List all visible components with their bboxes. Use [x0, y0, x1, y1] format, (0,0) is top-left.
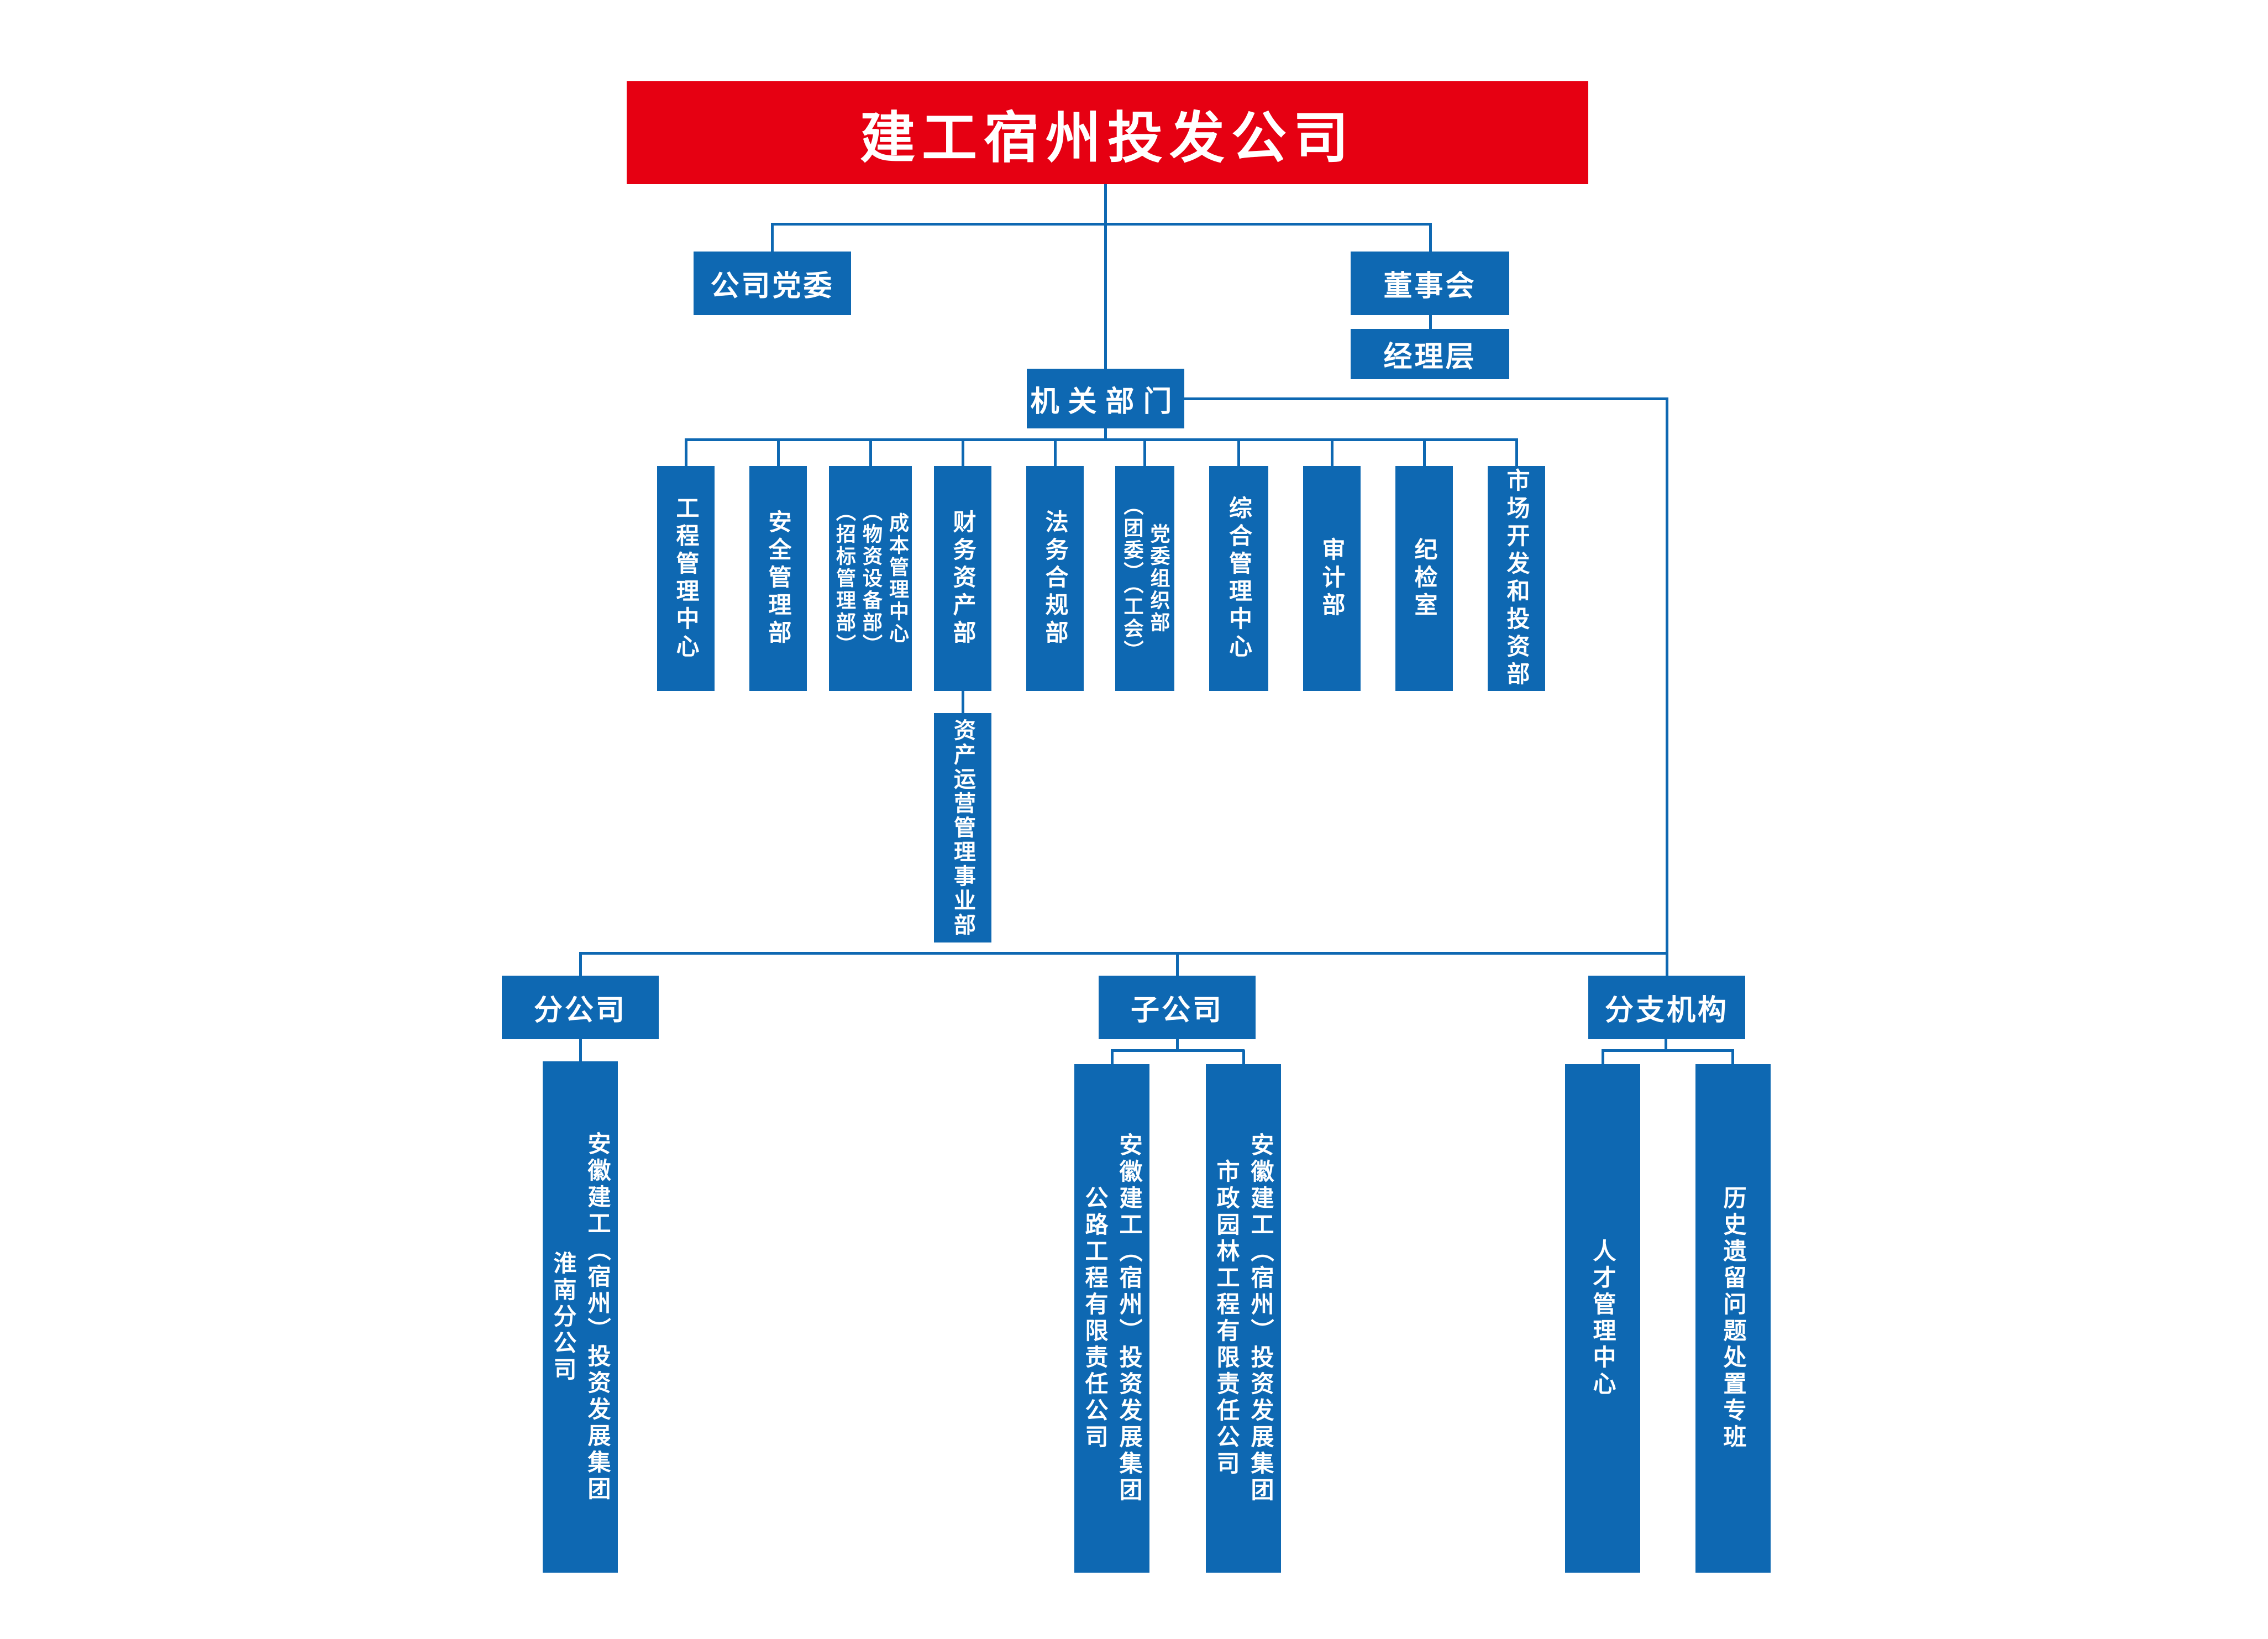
connector-departments-bus: [685, 438, 1518, 441]
board-of-directors-box: 董事会: [1351, 252, 1509, 315]
municipal-landscape-subsidiary-label: 安徽建工（宿州）投资发展集团 市政园林工程有限责任公司: [1213, 1133, 1274, 1504]
legacy-issues-taskforce-label: 历史遗留问题处置专班: [1720, 1186, 1747, 1451]
huainan-branch-box: 安徽建工（宿州）投资发展集团 淮南分公司: [543, 1061, 618, 1573]
connector-subsidiary-left-stub: [1111, 1050, 1114, 1065]
connector-subsidiary-right-stub: [1242, 1050, 1245, 1065]
dept-label: 成本管理中心 （物资设备部） （招标管理部）: [833, 501, 909, 656]
connector-organ-right: [1184, 397, 1667, 400]
dept-audit: 审计部: [1303, 466, 1361, 691]
dept-finance-assets: 财务资产部: [934, 466, 991, 691]
connector-dept-stub: [1331, 439, 1334, 467]
management-layer-box: 经理层: [1351, 329, 1509, 379]
legacy-issues-taskforce-box: 历史遗留问题处置专班: [1695, 1064, 1771, 1573]
connector-branch1-top: [579, 953, 582, 977]
dept-label: 综合管理中心: [1225, 495, 1253, 662]
branch-company-box: 分公司: [502, 976, 659, 1039]
connector-dept-stub: [1237, 439, 1240, 467]
board-of-directors-label: 董事会: [1383, 270, 1477, 303]
dept-label: 党委组织部 （团委）（工会）: [1120, 495, 1170, 662]
connector-subsidiary-split: [1111, 1049, 1245, 1052]
dept-safety-management: 安全管理部: [749, 466, 807, 691]
dept-label: 市场开发和投资部: [1503, 468, 1530, 689]
talent-management-center-label: 人才管理中心: [1589, 1239, 1616, 1398]
subsidiary-company-label: 子公司: [1130, 994, 1224, 1027]
connector-institution-right-stub: [1731, 1050, 1734, 1065]
dept-legal-compliance: 法务合规部: [1026, 466, 1084, 691]
organ-departments-box: 机关部门: [1027, 369, 1184, 428]
asset-operation-division-label: 资产运营管理事业部: [950, 718, 975, 938]
connector-branch3-bottom: [1665, 1039, 1667, 1051]
dept-party-organization: 党委组织部 （团委）（工会）: [1115, 466, 1174, 691]
dept-discipline-inspection: 纪检室: [1395, 466, 1453, 691]
dept-label: 工程管理中心: [673, 495, 700, 662]
connector-board-management: [1429, 315, 1432, 330]
huainan-branch-label: 安徽建工（宿州）投资发展集团 淮南分公司: [550, 1131, 611, 1503]
connector-dept-stub: [1423, 439, 1426, 467]
connector-party-stub: [771, 224, 774, 253]
connector-asset-stub: [962, 691, 964, 714]
dept-label: 法务合规部: [1042, 509, 1069, 648]
connector-right-vertical: [1666, 397, 1668, 977]
connector-level2-horizontal: [771, 223, 1432, 226]
connector-branch2-bottom: [1176, 1039, 1179, 1051]
connector-institution-left-stub: [1602, 1050, 1604, 1065]
connector-institution-split: [1602, 1049, 1734, 1052]
connector-organ-down: [1104, 428, 1107, 441]
connector-board-stub: [1429, 224, 1432, 253]
branch-company-label: 分公司: [533, 994, 627, 1027]
dept-label: 审计部: [1319, 537, 1346, 620]
asset-operation-division-box: 资产运营管理事业部: [934, 713, 991, 942]
management-layer-label: 经理层: [1383, 341, 1477, 374]
connector-branches-bus: [579, 952, 1667, 955]
company-title: 建工宿州投发公司: [860, 105, 1355, 170]
dept-general-management-center: 综合管理中心: [1209, 466, 1268, 691]
connector-dept-stub: [1515, 439, 1518, 467]
dept-label: 财务资产部: [949, 509, 977, 648]
company-title-banner: 建工宿州投发公司: [627, 81, 1588, 184]
municipal-landscape-subsidiary-box: 安徽建工（宿州）投资发展集团 市政园林工程有限责任公司: [1206, 1064, 1281, 1573]
connector-dept-stub: [685, 439, 687, 467]
connector-root-vertical: [1104, 184, 1107, 370]
dept-engineering-management-center: 工程管理中心: [657, 466, 715, 691]
dept-cost-management-center: 成本管理中心 （物资设备部） （招标管理部）: [829, 466, 912, 691]
connector-branch1-bottom: [579, 1039, 582, 1062]
subsidiary-company-box: 子公司: [1099, 976, 1256, 1039]
highway-engineering-subsidiary-label: 安徽建工（宿州）投资发展集团 公路工程有限责任公司: [1082, 1133, 1143, 1504]
connector-dept-stub: [777, 439, 780, 467]
dept-market-development-investment: 市场开发和投资部: [1488, 466, 1545, 691]
connector-dept-stub: [1054, 439, 1057, 467]
party-committee-box: 公司党委: [694, 252, 851, 315]
connector-dept-stub: [962, 439, 964, 467]
highway-engineering-subsidiary-box: 安徽建工（宿州）投资发展集团 公路工程有限责任公司: [1074, 1064, 1149, 1573]
branch-institutions-box: 分支机构: [1588, 976, 1745, 1039]
dept-label: 纪检室: [1411, 537, 1438, 620]
talent-management-center-box: 人才管理中心: [1565, 1064, 1640, 1573]
organ-departments-label: 机关部门: [1030, 385, 1181, 418]
connector-dept-stub: [869, 439, 872, 467]
party-committee-label: 公司党委: [710, 270, 834, 303]
connector-dept-stub: [1143, 439, 1146, 467]
branch-institutions-label: 分支机构: [1604, 994, 1729, 1027]
connector-branch2-top: [1176, 953, 1179, 977]
dept-label: 安全管理部: [765, 509, 792, 648]
